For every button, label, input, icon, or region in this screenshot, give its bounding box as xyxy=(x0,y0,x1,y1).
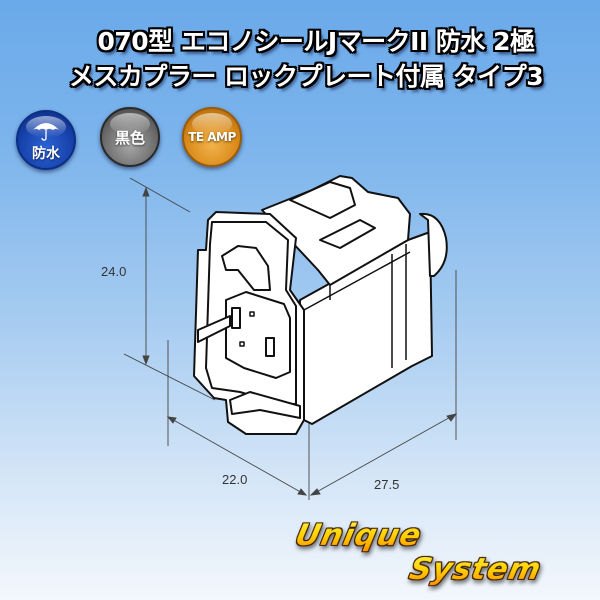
umbrella-icon xyxy=(33,123,59,141)
product-title-line-1: 070型 エコノシールJマークII 防水 2極 xyxy=(97,27,535,56)
waterproof-badge: 防水 xyxy=(16,110,76,170)
color-badge-label: 黒色 xyxy=(114,128,145,147)
width-dimension-label: 22.0 xyxy=(222,472,248,487)
brand-logo-line-1: Unique xyxy=(292,518,425,553)
waterproof-badge-label: 防水 xyxy=(32,146,60,162)
depth-dimension-label: 27.5 xyxy=(374,477,400,492)
color-badge: 黒色 xyxy=(100,107,160,167)
height-dimension-label: 24.0 xyxy=(101,264,127,279)
maker-badge-label: TE AMP xyxy=(188,130,236,144)
maker-badge: TE AMP xyxy=(182,107,242,167)
product-title-line-2: メスカプラー ロックプレート付属 タイプ3 xyxy=(68,62,544,91)
brand-logo-line-2: System xyxy=(406,552,545,587)
